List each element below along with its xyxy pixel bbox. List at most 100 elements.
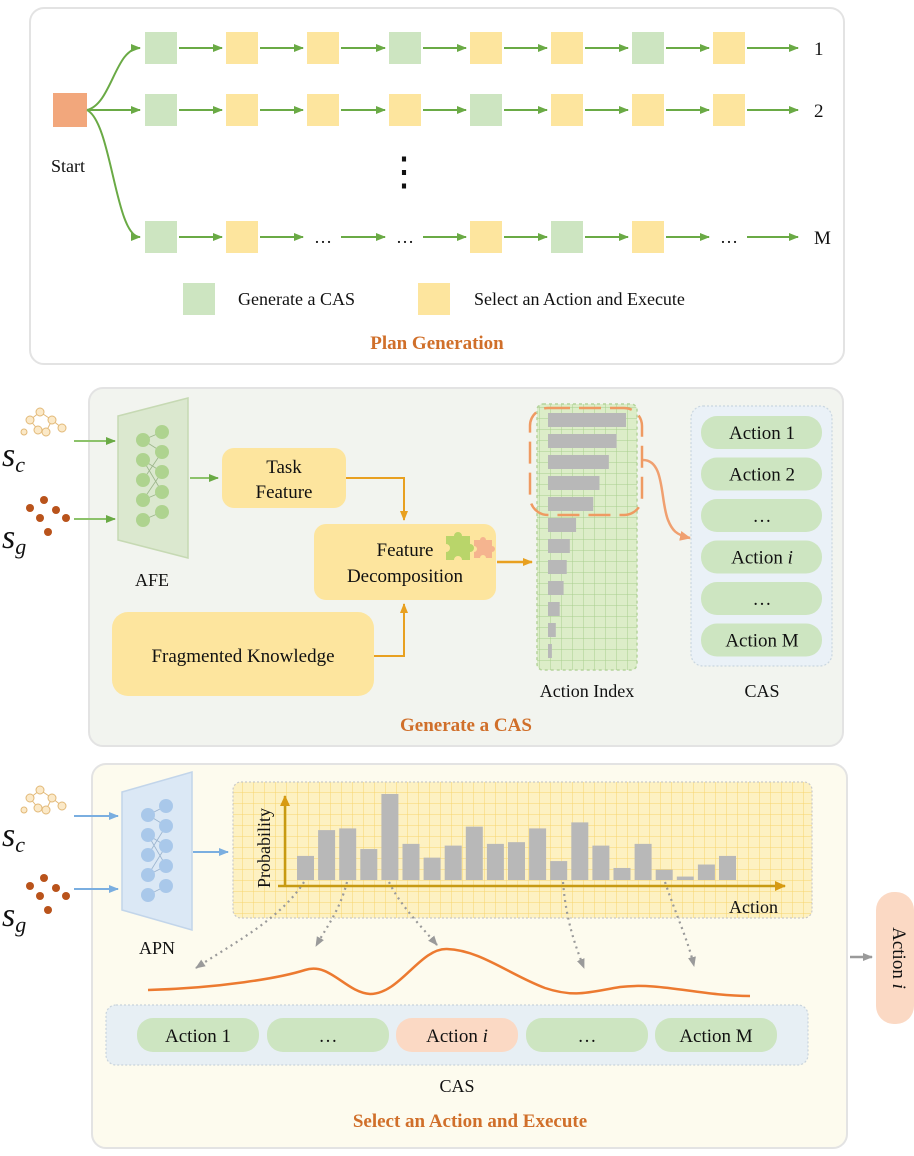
start-node (53, 93, 87, 127)
generate-cas-step (145, 32, 177, 64)
legend-green-swatch (183, 283, 215, 315)
cas-list-item-label: Action 2 (729, 465, 795, 486)
output-action-label: Action i (888, 927, 909, 989)
cas-row-item-label: … (319, 1026, 338, 1047)
task-feature-box (222, 448, 346, 508)
probability-bar (571, 822, 589, 880)
cas-row-item (137, 1018, 259, 1052)
plan-row-label: 2 (814, 101, 824, 122)
generate-cas-step (551, 221, 583, 253)
plan-rows: 1 2 … … … M (86, 32, 831, 253)
afe-label: AFE (135, 570, 169, 590)
probability-bar (360, 849, 378, 880)
ellipsis-step: … (720, 227, 738, 247)
select-action-step (632, 94, 664, 126)
task-to-decomp-arrow (346, 477, 408, 521)
probability-bar (592, 845, 610, 880)
select-action-step (713, 94, 745, 126)
probability-bar (655, 869, 673, 880)
select-action-panel: sc sg APN (2, 763, 914, 1149)
cas-list-item-label: Action i (731, 548, 793, 569)
plan-generation-panel: Start 12………M ⋮ Generate a CAS Select an … (29, 7, 845, 365)
probability-bar (676, 876, 694, 880)
cas-row-item-selected (396, 1018, 518, 1052)
feat-decomp-line2: Decomposition (347, 566, 464, 587)
select-action-step (389, 94, 421, 126)
task-graph-icon (20, 407, 67, 437)
action-index-bar (548, 497, 594, 511)
plan-generation-title: Plan Generation (370, 333, 504, 354)
action-index-bar (548, 413, 626, 427)
probability-bar (423, 857, 441, 880)
probability-curve (147, 947, 751, 998)
probability-bars (297, 794, 736, 880)
start-branch-arrow (86, 44, 141, 111)
feat-decomp-line1: Feature (377, 540, 434, 561)
y-axis-label: Probability (254, 808, 274, 888)
probability-bar (318, 830, 336, 880)
goal-dots-icon (26, 496, 70, 536)
highlight-to-cas-arrow (642, 458, 691, 541)
legend-yellow-swatch (418, 283, 450, 315)
probability-bar (529, 828, 547, 880)
generate-cas-step (470, 94, 502, 126)
task-feature-line1: Task (266, 457, 302, 478)
select-action-step (632, 221, 664, 253)
cas-list-item (701, 499, 822, 532)
sampling-arrows (195, 881, 696, 969)
cas-list-item-label: … (753, 589, 772, 610)
select-action-step (226, 221, 258, 253)
start-label: Start (51, 156, 85, 176)
ellipsis-step: … (396, 227, 414, 247)
select-action-step (307, 94, 339, 126)
generate-cas-title: Generate a CAS (400, 715, 532, 736)
action-index-bar (548, 581, 564, 595)
cas-list-item (701, 582, 822, 615)
sc-symbol-2: sc (2, 817, 25, 857)
probability-bar (634, 843, 652, 880)
action-index-label: Action Index (540, 681, 634, 701)
cas-row-item-label: Action 1 (165, 1026, 231, 1047)
legend-green-label: Generate a CAS (238, 289, 355, 309)
ellipsis-step: … (314, 227, 332, 247)
select-action-step (470, 32, 502, 64)
cas-list-item (701, 457, 822, 491)
feature-decomposition-box (314, 524, 496, 600)
select-action-step (551, 94, 583, 126)
task-graph-icon-2 (20, 785, 67, 815)
apn-label: APN (139, 938, 175, 958)
select-action-title: Select an Action and Execute (353, 1111, 587, 1132)
action-index-bar (548, 539, 570, 553)
probability-bar (550, 861, 568, 880)
cas-list-item (701, 540, 822, 574)
x-axis-label: Action (729, 897, 778, 917)
probability-bar (719, 855, 736, 880)
probability-bar (402, 843, 420, 880)
action-index-bar (548, 644, 552, 658)
puzzle-icon (446, 532, 495, 560)
cas-label-generate: CAS (744, 681, 779, 701)
action-index-bar (548, 434, 617, 448)
plan-row-label: M (814, 228, 831, 249)
top-actions-highlight (528, 406, 644, 517)
legend-yellow-label: Select an Action and Execute (474, 289, 685, 309)
probability-bar (486, 843, 504, 880)
probability-bar (381, 794, 399, 880)
cas-row-item-label: Action i (426, 1026, 488, 1047)
select-action-step (226, 94, 258, 126)
probability-bar (444, 845, 462, 880)
action-index-bars (548, 413, 626, 658)
generate-cas-step (632, 32, 664, 64)
action-index-bar (548, 560, 567, 574)
action-index-bar (548, 455, 609, 469)
cas-row: Action 1…Action i…Action M (137, 1018, 777, 1052)
start-branch-arrow (86, 109, 141, 241)
probability-bar (339, 828, 357, 880)
plan-row-label: 1 (814, 39, 824, 60)
cas-list-item (701, 416, 822, 449)
cas-list-item-label: Action M (725, 631, 798, 652)
cas-row-item (526, 1018, 648, 1052)
sg-symbol-2: sg (2, 897, 26, 937)
